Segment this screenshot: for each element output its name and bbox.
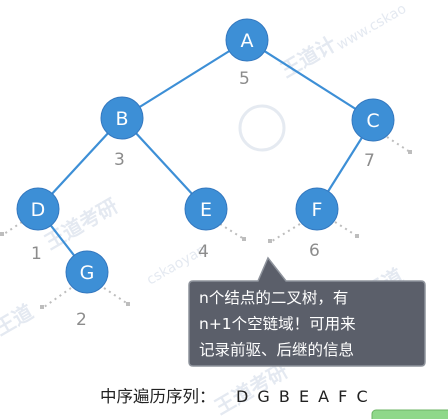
null-links [0, 136, 412, 309]
tree-node-e: E [184, 187, 228, 231]
tree-node-b: B [100, 96, 144, 140]
inorder-numbers: 5 3 7 1 4 6 2 [31, 69, 375, 330]
inorder-caption: 中序遍历序列： D G B E A F C [100, 387, 370, 406]
callout-box: n个结点的二叉树，有 n+1个空链域！可用来 记录前驱、后继的信息 [188, 256, 426, 367]
callout-line-2: n+1个空链域！可用来 [199, 315, 356, 333]
order-number-d: 1 [31, 244, 42, 264]
caption-sequence: D G B E A F C [236, 387, 370, 406]
order-number-c: 7 [364, 151, 375, 171]
node-label-e: E [200, 199, 212, 221]
tree-node-f: F [295, 187, 339, 231]
tree-node-c: C [351, 98, 395, 142]
tree-node-a: A [225, 18, 269, 62]
svg-text:王道: 王道 [0, 300, 37, 341]
order-number-a: 5 [239, 69, 250, 89]
order-number-f: 6 [309, 241, 320, 261]
edge-a-c [246, 39, 374, 121]
node-label-g: G [80, 262, 95, 284]
node-label-f: F [312, 199, 323, 221]
node-label-d: D [31, 199, 46, 221]
order-number-b: 3 [114, 150, 125, 170]
node-label-c: C [366, 110, 379, 132]
svg-text:王道计: 王道计 [277, 32, 341, 83]
order-number-g: 2 [76, 310, 87, 330]
order-number-e: 4 [198, 242, 209, 262]
tree-node-g: G [65, 250, 109, 294]
callout-line-1: n个结点的二叉树，有 [199, 289, 348, 307]
edge-a-b [121, 39, 248, 119]
green-button[interactable] [371, 409, 448, 419]
callout-line-3: 记录前驱、后继的信息 [199, 341, 354, 359]
node-label-a: A [241, 30, 254, 52]
svg-text:www.cskao: www.cskao [334, 1, 409, 54]
node-label-b: B [115, 108, 128, 130]
tree-edges [37, 39, 374, 273]
tree-node-d: D [16, 187, 60, 231]
caption-label: 中序遍历序列： [100, 387, 216, 406]
